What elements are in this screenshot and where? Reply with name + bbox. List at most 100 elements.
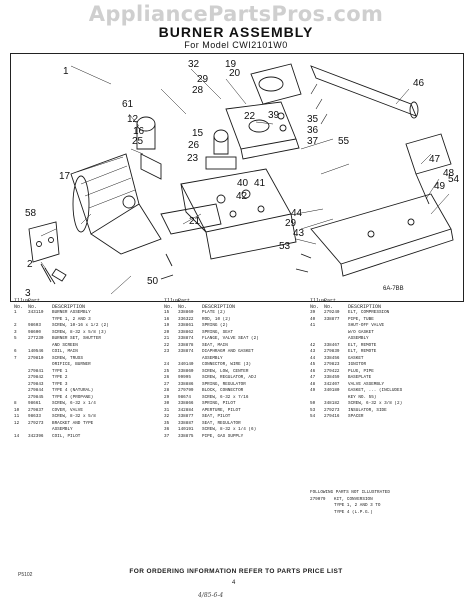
part-description: BASEPLATE bbox=[348, 375, 372, 380]
callout-19: 19 bbox=[225, 59, 237, 70]
illus-number: 23 bbox=[164, 349, 170, 354]
diagram-id: 6A-7BB bbox=[383, 286, 404, 292]
part-description: COIL, MAIN bbox=[52, 349, 78, 354]
callout-35: 35 bbox=[307, 114, 319, 125]
illus-number: 14 bbox=[14, 433, 20, 439]
callout-39: 39 bbox=[268, 110, 280, 121]
part-number: 338861 bbox=[178, 323, 194, 328]
part-description: SCREW, TRUSS bbox=[52, 355, 83, 361]
part-description: SCREW, 6-32 x 7/16 bbox=[202, 394, 249, 400]
callout-48: 48 bbox=[443, 168, 455, 179]
part-row: TYPE 1, 2 AND 3 bbox=[14, 317, 164, 324]
part-number: 338875 bbox=[178, 433, 194, 439]
part-number: 336322 bbox=[178, 316, 194, 322]
part-number: 338887 bbox=[178, 420, 194, 426]
illus-number: 36 bbox=[164, 427, 170, 432]
part-description: SEAT, PILOT bbox=[202, 414, 231, 419]
part-row: ASSEMBLY bbox=[14, 427, 164, 434]
part-row: W/O GASKET bbox=[310, 330, 460, 337]
illus-number: 32 bbox=[164, 414, 170, 419]
bracket-part bbox=[28, 221, 60, 263]
callout-49: 49 bbox=[434, 181, 446, 192]
callout-54: 54 bbox=[448, 174, 460, 185]
header-description: DESCRIPTION bbox=[348, 304, 382, 310]
callout-15: 15 bbox=[192, 128, 204, 139]
ignitor-part bbox=[405, 133, 452, 175]
part-description: SCREW, 8-32 x 1/4 (6) bbox=[202, 427, 257, 432]
part-description: ASSEMBLY bbox=[202, 355, 223, 361]
callout-43: 43 bbox=[293, 228, 305, 239]
part-number: 279823 bbox=[324, 362, 340, 367]
part-description: ORIFICE, BURNER bbox=[52, 362, 91, 367]
part-number: 338877 bbox=[178, 414, 194, 419]
part-description: VALVE ASSEMBLY bbox=[348, 381, 385, 387]
ordering-footer: FOR ORDERING INFORMATION REFER TO PARTS … bbox=[129, 568, 343, 575]
illus-number: 25 bbox=[164, 368, 170, 374]
callout-55: 55 bbox=[338, 136, 350, 147]
part-number: 338877 bbox=[324, 316, 340, 322]
callout-26: 26 bbox=[188, 140, 200, 151]
part-description: KIT, CONVERSION bbox=[334, 496, 373, 502]
part-number: 279799 bbox=[178, 388, 194, 393]
document-code: P5102 bbox=[18, 572, 33, 578]
part-description: ASSEMBLY bbox=[348, 336, 369, 341]
part-number: 99995 bbox=[178, 375, 191, 380]
illus-number: 43 bbox=[310, 349, 316, 354]
part-description: KEY NO. 55) bbox=[348, 394, 377, 400]
part-description: TYPE 4 (NATURAL) bbox=[52, 388, 94, 393]
callout-50: 50 bbox=[147, 276, 159, 287]
part-number: 98603 bbox=[28, 323, 41, 328]
illus-number: 35 bbox=[164, 420, 170, 426]
part-row: 32 338877 SEAT, PILOT bbox=[164, 414, 310, 421]
part-description: TYPE 1 bbox=[52, 368, 68, 374]
part-number: 338874 bbox=[178, 349, 194, 354]
illus-number: 21 bbox=[164, 336, 170, 341]
burner-body bbox=[70, 153, 140, 235]
part-description: GASKET bbox=[348, 355, 364, 361]
part-number: 140191 bbox=[178, 427, 194, 432]
part-number: 338862 bbox=[178, 329, 194, 335]
part-number: 348182 bbox=[324, 401, 340, 406]
part-description: SEAT, REGULATOR bbox=[202, 420, 241, 426]
not-illustrated-row: TYPE 4 (L.P.G.) bbox=[310, 510, 390, 517]
part-description: SCREW, 6-32 x 1/4 bbox=[52, 401, 96, 406]
illus-number: 48 bbox=[310, 381, 316, 387]
part-description: CONNECTOR, WIRE (3) bbox=[202, 362, 251, 367]
callout-41: 41 bbox=[254, 178, 266, 189]
diagram-svg: 1 32 19 20 29 28 61 46 12 22 39 35 16 25… bbox=[25, 59, 460, 299]
part-number: 338459 bbox=[324, 375, 340, 380]
callout-25: 25 bbox=[132, 136, 144, 147]
header-illus: Illus.No. bbox=[164, 298, 183, 310]
illus-number: 47 bbox=[310, 375, 316, 380]
callout-40: 40 bbox=[237, 178, 249, 189]
illus-number: 7 bbox=[14, 355, 17, 361]
part-number: 140546 bbox=[28, 349, 44, 354]
part-number: 338878 bbox=[178, 342, 194, 348]
part-description: BURNER ASSEMBLY bbox=[52, 310, 91, 315]
part-number: 279843 bbox=[28, 381, 44, 387]
part-number: 343110 bbox=[28, 310, 44, 315]
part-number: 279810 bbox=[28, 355, 44, 361]
part-number: 279845 bbox=[28, 394, 44, 400]
part-row: 47 338459 BASEPLATE bbox=[310, 375, 460, 382]
part-description: COIL, PILOT bbox=[52, 433, 81, 439]
part-number: 277230 bbox=[28, 336, 44, 341]
